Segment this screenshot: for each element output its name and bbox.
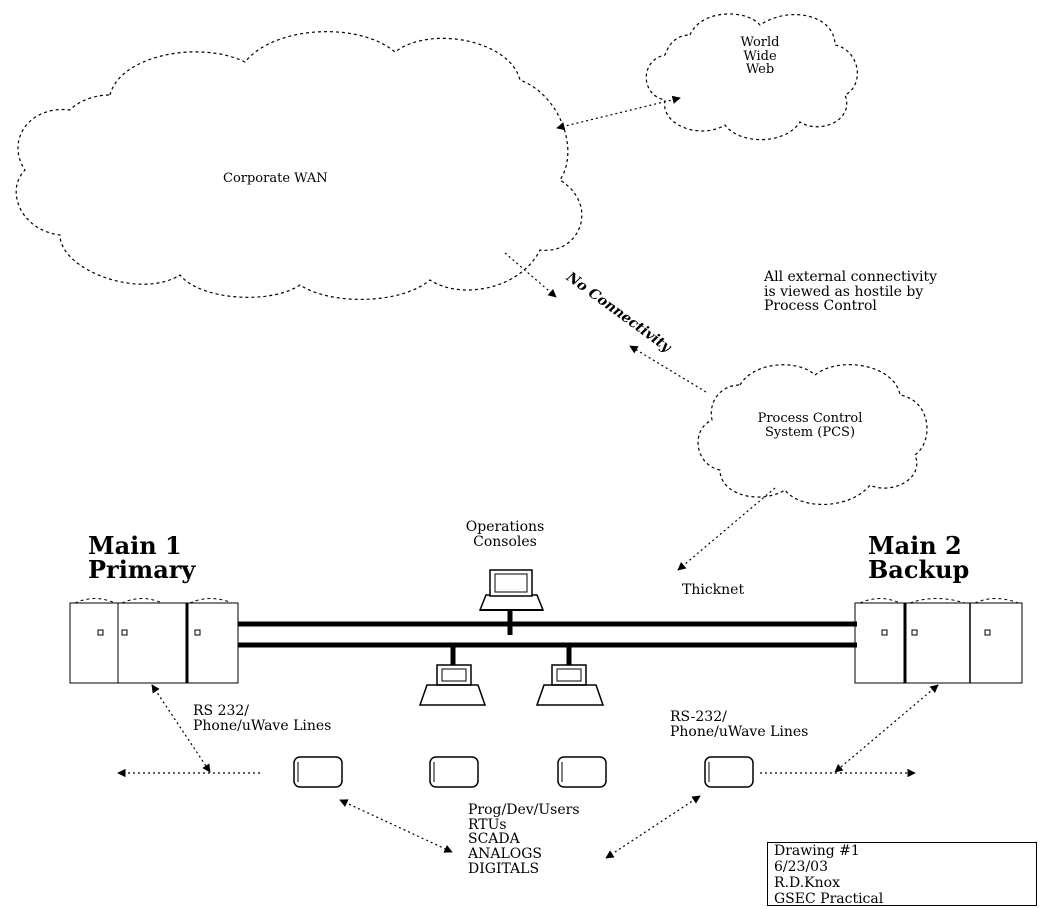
operations-consoles-label: Operations Consoles (465, 519, 545, 550)
main1-server-rack (69, 598, 239, 684)
field-left-arrow (339, 799, 453, 853)
pcs-to-wan-arrow (629, 345, 707, 393)
drawing-project: GSEC Practical (774, 891, 884, 907)
drawing-info-box: Drawing #1 6/23/03 R.D.Knox GSEC Practic… (767, 842, 1037, 907)
thicknet-bus (238, 610, 857, 665)
corporate-wan-label: Corporate WAN (223, 171, 328, 186)
wan-to-pcs-arrow (504, 252, 557, 298)
field-right-arrow (605, 795, 701, 859)
rs232-left-label: RS 232/ Phone/uWave Lines (193, 703, 332, 734)
workstation-right-icon (535, 664, 605, 706)
operations-console-icon (478, 569, 545, 611)
corporate-wan-cloud (15, 31, 583, 301)
pcs-thicknet-arrow (677, 487, 776, 571)
main1-label: Main 1 Primary (88, 531, 196, 584)
pcs-cloud (697, 364, 928, 506)
main2-rs232-arrow (834, 684, 939, 773)
pcs-label: Process Control System (PCS) (757, 411, 863, 440)
main2-label: Main 2 Backup (868, 531, 970, 584)
drawing-author: R.D.Knox (774, 875, 840, 891)
drawing-date: 6/23/03 (774, 859, 828, 875)
main2-server-rack (854, 598, 1023, 684)
field-terminal-1 (293, 756, 343, 788)
field-terminal-4 (704, 756, 754, 788)
hostile-note: All external connectivity is viewed as h… (764, 269, 938, 315)
rs232-right-label: RS-232/ Phone/uWave Lines (670, 709, 809, 740)
drawing-number: Drawing #1 (774, 843, 860, 859)
field-devices-label: Prog/Dev/Users RTUs SCADA ANALOGS DIGITA… (468, 802, 580, 877)
field-terminal-2 (429, 756, 479, 788)
field-terminal-3 (557, 756, 607, 788)
world-wide-web-label: World Wide Web (740, 35, 780, 78)
workstation-left-icon (418, 664, 487, 706)
thicknet-label: Thicknet (682, 582, 745, 598)
wan-www-arrow (556, 95, 681, 131)
